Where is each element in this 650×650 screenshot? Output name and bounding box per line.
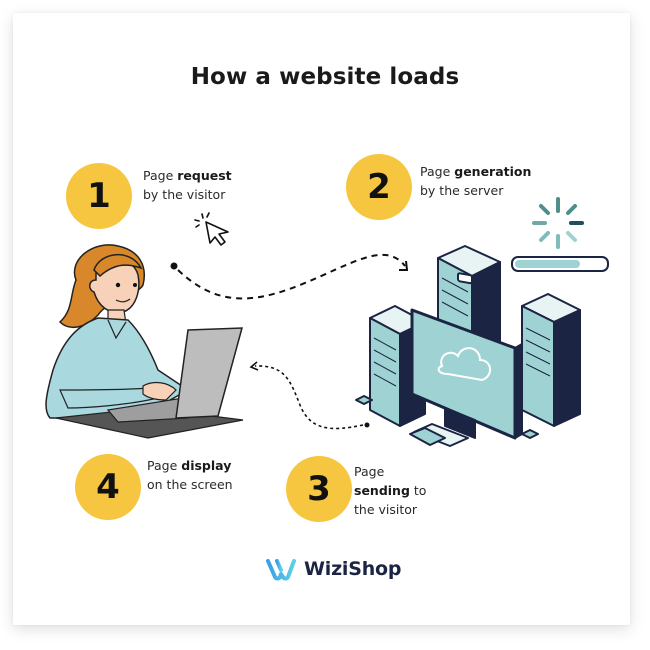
- step-2-label: Page generation by the server: [420, 164, 532, 198]
- step-1-label: Page request by the visitor: [143, 168, 232, 202]
- hands: [142, 381, 177, 401]
- response-arrow-path: [254, 365, 364, 430]
- step-4-number: 4: [96, 467, 120, 507]
- loading-progress-bar: [511, 256, 609, 272]
- step-1-badge: 1: [66, 163, 132, 229]
- wizishop-logo-text: WiziShop: [304, 558, 402, 580]
- servers-illustration: [355, 245, 581, 447]
- request-arrow-head: [399, 260, 409, 271]
- loading-progress-fill: [515, 260, 580, 268]
- woman-laptop-illustration: [45, 244, 244, 439]
- wizishop-logo: WiziShop: [264, 556, 402, 582]
- step-3-number: 3: [307, 469, 331, 509]
- cursor-click-icon: [194, 212, 229, 246]
- step-2-badge: 2: [346, 154, 412, 220]
- page-title: How a website loads: [190, 64, 460, 90]
- step-1-number: 1: [87, 176, 111, 216]
- step-3-label: Page sending to the visitor: [354, 464, 427, 517]
- step-3-badge: 3: [286, 456, 352, 522]
- cloud-icon: [437, 347, 491, 382]
- wizishop-logo-icon: [266, 559, 296, 581]
- step-4-badge: 4: [75, 454, 141, 520]
- laptop: [175, 327, 243, 419]
- loading-spinner-icon: [532, 197, 584, 249]
- step-4-label: Page display on the screen: [147, 458, 233, 492]
- response-arrow-head: [249, 361, 259, 371]
- response-arrow-origin-dot: [364, 422, 370, 428]
- step-2-number: 2: [367, 167, 391, 207]
- request-arrow-origin-dot: [170, 262, 178, 270]
